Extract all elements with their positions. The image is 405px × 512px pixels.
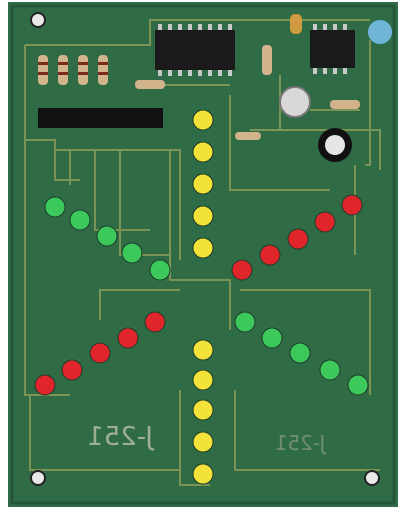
blue-capacitor xyxy=(368,20,392,44)
led-yellow xyxy=(192,369,214,391)
led-red xyxy=(34,374,56,396)
board-marking-secondary: J-251 xyxy=(275,431,328,455)
led-green xyxy=(234,311,256,333)
mount-hole xyxy=(364,470,380,486)
led-yellow xyxy=(192,237,214,259)
led-yellow xyxy=(192,463,214,485)
ic-chips xyxy=(155,24,355,76)
led-green xyxy=(44,196,66,218)
led-yellow xyxy=(192,431,214,453)
led-red xyxy=(259,244,281,266)
led-red xyxy=(144,311,166,333)
led-green xyxy=(347,374,369,396)
led-red xyxy=(341,194,363,216)
led-red xyxy=(117,327,139,349)
led-red xyxy=(287,228,309,250)
led-green xyxy=(96,225,118,247)
resistors xyxy=(38,14,360,140)
led-red xyxy=(314,211,336,233)
led-array xyxy=(34,109,369,485)
led-yellow xyxy=(192,205,214,227)
led-green xyxy=(289,342,311,364)
ic-chip-small xyxy=(310,30,355,68)
led-yellow xyxy=(192,141,214,163)
mount-hole xyxy=(30,470,46,486)
board-marking-main: J-251 xyxy=(87,422,155,452)
led-green xyxy=(149,259,171,281)
mount-hole xyxy=(30,12,46,28)
led-yellow xyxy=(192,109,214,131)
led-yellow xyxy=(192,173,214,195)
header-pins xyxy=(38,108,163,128)
led-red xyxy=(89,342,111,364)
traces xyxy=(24,19,381,486)
led-green xyxy=(319,359,341,381)
led-yellow xyxy=(192,399,214,421)
ic-chip-large xyxy=(155,30,235,70)
led-red xyxy=(61,359,83,381)
mount-holes xyxy=(30,12,380,486)
led-red xyxy=(231,259,253,281)
potentiometer xyxy=(279,86,311,118)
led-green xyxy=(121,242,143,264)
led-green xyxy=(69,209,91,231)
led-yellow xyxy=(192,339,214,361)
led-green xyxy=(261,327,283,349)
